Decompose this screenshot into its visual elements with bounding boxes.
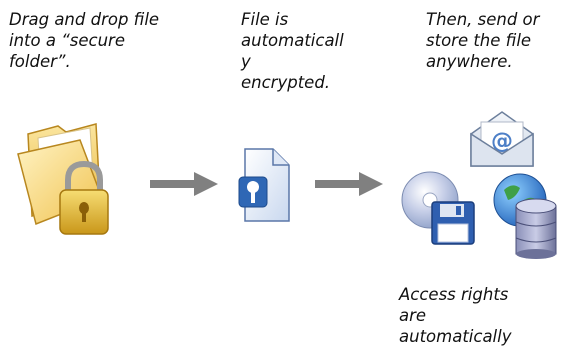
encrypted-file-icon — [238, 148, 290, 222]
arrow-right-icon — [150, 172, 218, 196]
arrow-right-icon — [315, 172, 383, 196]
step-3-caption: Then, send or store the file anywhere. — [426, 10, 540, 71]
email-envelope-icon: @ — [470, 111, 534, 167]
step-2-caption: File is automaticall y encrypted. — [241, 10, 344, 92]
access-rights-caption: Access rights are automatically — [399, 285, 512, 346]
step-1-caption: Drag and drop file into a “secure folder… — [9, 10, 160, 71]
globe-database-icon — [493, 173, 557, 259]
cd-and-floppy-icon — [401, 171, 475, 245]
secure-folder-icon — [17, 123, 109, 235]
svg-text:@: @ — [491, 129, 513, 154]
